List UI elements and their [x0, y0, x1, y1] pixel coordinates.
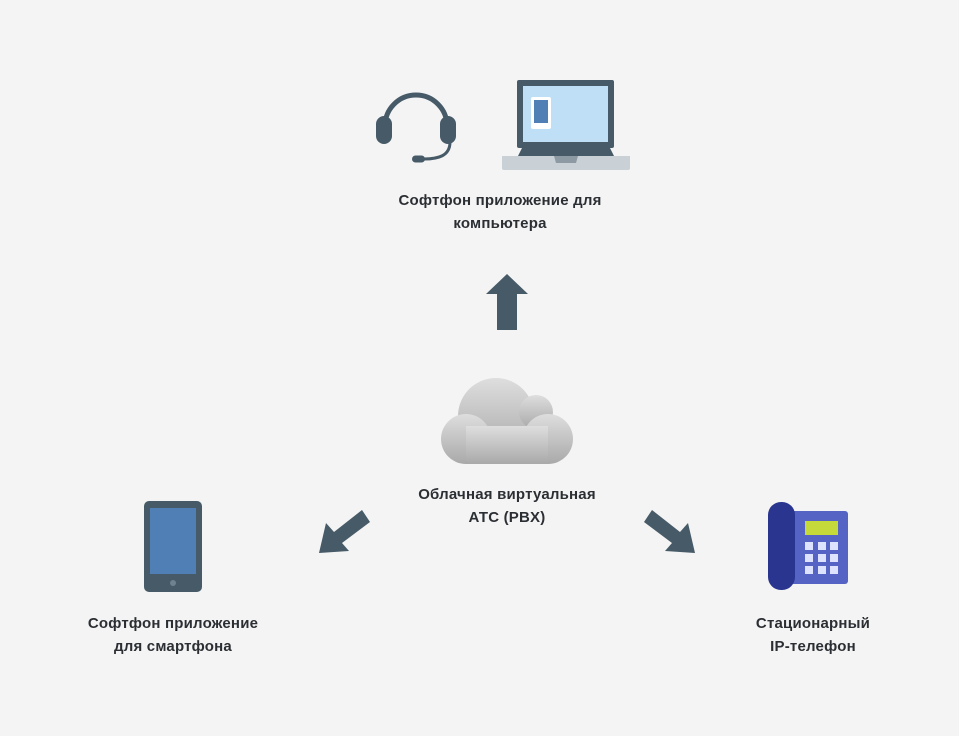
- desk-phone-icon: [768, 502, 848, 590]
- center-node-label: Облачная виртуальная АТС (PBX): [357, 483, 657, 529]
- top-node-label-line2: компьютера: [453, 215, 547, 232]
- smartphone-icon: [144, 501, 202, 592]
- arrow-down-left-icon: [319, 510, 370, 553]
- left-node-label-line1: Софтфон приложение: [87, 615, 259, 632]
- right-node-label: Стационарный IP-телефон: [693, 612, 933, 658]
- arrow-down-right-icon: [644, 510, 695, 553]
- top-node-label-line1: Софтфон приложение для: [398, 192, 602, 209]
- headset-icon: [376, 92, 456, 163]
- left-node-label-line2: для смартфона: [114, 638, 232, 655]
- top-node-label: Софтфон приложение для компьютера: [340, 189, 660, 235]
- cloud-icon: [441, 378, 573, 464]
- left-node-label: Софтфон приложение для смартфона: [43, 612, 303, 658]
- laptop-icon: [502, 80, 630, 170]
- center-node-label-line2: АТС (PBX): [468, 509, 546, 526]
- right-node-label-line1: Стационарный: [755, 615, 871, 632]
- right-node-label-line2: IP-телефон: [770, 638, 856, 655]
- center-node-label-line1: Облачная виртуальная: [418, 486, 596, 503]
- arrow-up-icon: [486, 274, 528, 330]
